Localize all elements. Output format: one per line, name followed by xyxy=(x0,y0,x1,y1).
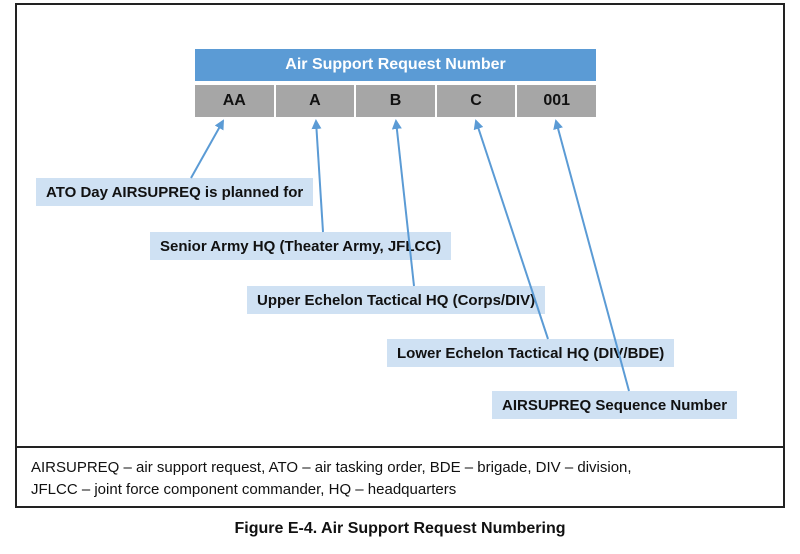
field-senior-army-hq: A xyxy=(275,85,357,117)
request-number-header: Air Support Request Number xyxy=(195,49,596,81)
abbreviation-legend: AIRSUPREQ – air support request, ATO – a… xyxy=(31,457,771,501)
label-upper-echelon-hq: Upper Echelon Tactical HQ (Corps/DIV) xyxy=(247,286,546,314)
label-ato-day: ATO Day AIRSUPREQ is planned for xyxy=(36,178,314,206)
arrow-upper-echelon-hq xyxy=(391,119,415,287)
figure-caption: Figure E-4. Air Support Request Numberin… xyxy=(234,520,566,537)
field-ato-day: AA xyxy=(195,85,276,117)
request-number-fields: AA A B C 001 xyxy=(195,85,596,117)
legend-divider xyxy=(17,446,783,448)
figure-frame: Air Support Request Number AA A B C 001 … xyxy=(15,3,785,508)
arrow-ato-day xyxy=(190,119,224,179)
legend-line-1: AIRSUPREQ – air support request, ATO – a… xyxy=(31,459,632,476)
legend-line-2: JFLCC – joint force component commander,… xyxy=(31,481,457,498)
label-lower-echelon-hq: Lower Echelon Tactical HQ (DIV/BDE) xyxy=(387,339,675,367)
field-upper-echelon-hq: B xyxy=(356,85,437,117)
field-lower-echelon-hq: C xyxy=(436,85,518,117)
field-sequence-number: 001 xyxy=(517,85,596,117)
arrow-sequence-number xyxy=(553,119,630,392)
arrow-senior-army-hq xyxy=(311,119,324,233)
arrow-lower-echelon-hq xyxy=(473,119,549,340)
label-senior-army-hq: Senior Army HQ (Theater Army, JFLCC) xyxy=(150,232,452,260)
connector-arrows xyxy=(190,119,630,392)
label-sequence-number: AIRSUPREQ Sequence Number xyxy=(492,391,738,419)
